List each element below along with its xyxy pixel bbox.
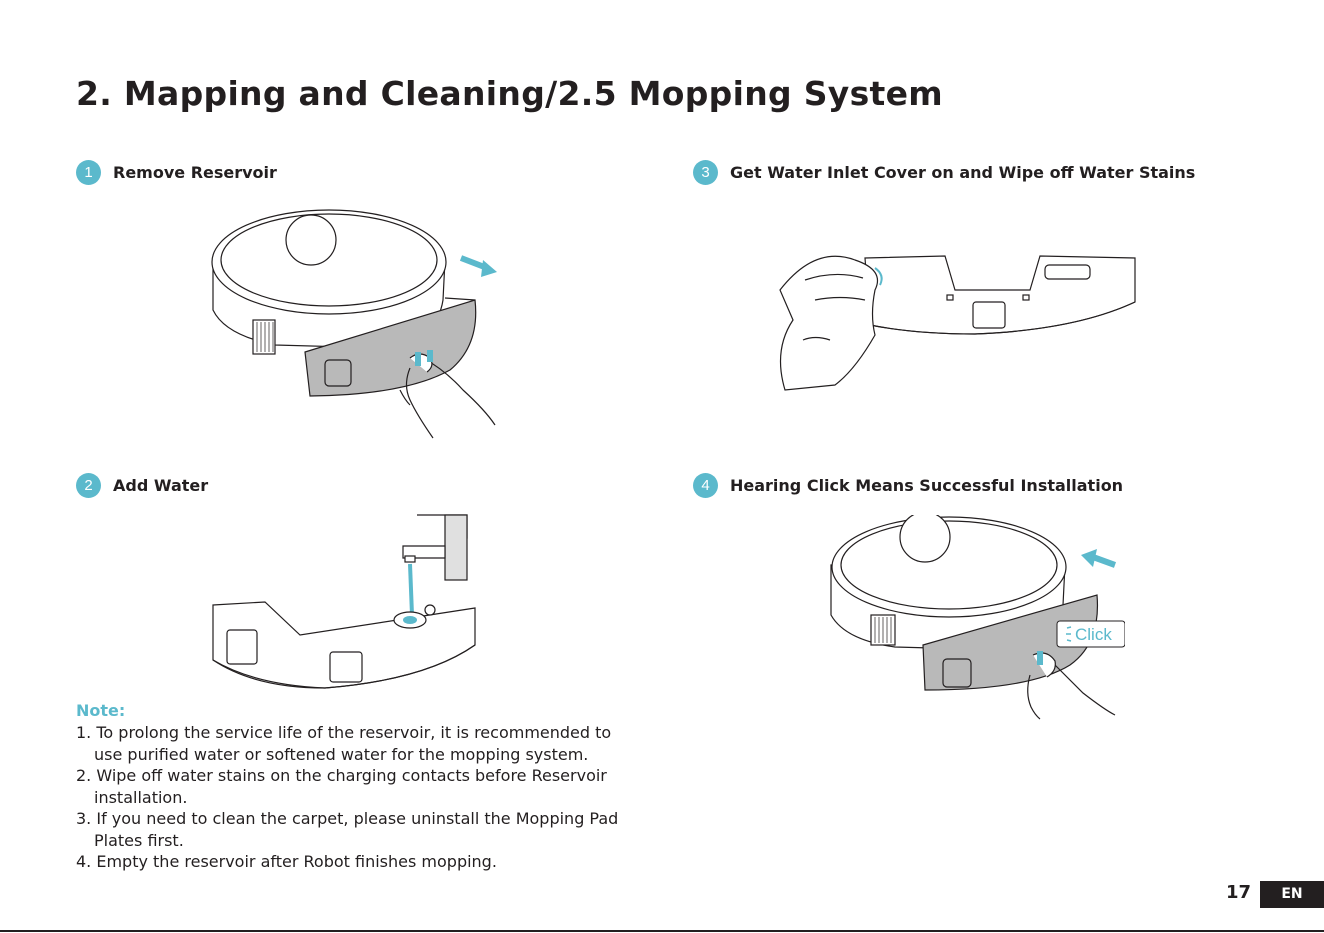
add-water-illustration	[212, 514, 476, 689]
language-tab: EN	[1260, 881, 1324, 908]
step-4-title: Hearing Click Means Successful Installat…	[730, 476, 1124, 495]
step-2-header: 2 Add Water	[76, 473, 208, 498]
step-4-number-badge: 4	[693, 473, 718, 498]
page-number: 17	[1226, 882, 1252, 903]
note-list: 1. To prolong the service life of the re…	[76, 722, 636, 873]
step-3-number-badge: 3	[693, 160, 718, 185]
step-4-header: 4 Hearing Click Means Successful Install…	[693, 473, 1123, 498]
reservoir-installation-illustration: Click	[830, 515, 1125, 720]
note-item: 4. Empty the reservoir after Robot finis…	[76, 852, 497, 871]
remove-reservoir-illustration	[211, 209, 497, 439]
step-2-number-badge: 2	[76, 473, 101, 498]
step-3-title: Get Water Inlet Cover on and Wipe off Wa…	[730, 163, 1196, 182]
step-1-title: Remove Reservoir	[113, 163, 277, 182]
step-2-title: Add Water	[113, 476, 209, 495]
step-1-header: 1 Remove Reservoir	[76, 160, 277, 185]
page-title: 2. Mapping and Cleaning/2.5 Mopping Syst…	[76, 74, 943, 113]
note-item: 1. To prolong the service life of the re…	[76, 723, 612, 764]
wipe-water-stains-illustration	[779, 255, 1136, 391]
note-item: 3. If you need to clean the carpet, plea…	[76, 809, 619, 850]
step-3-header: 3 Get Water Inlet Cover on and Wipe off …	[693, 160, 1195, 185]
bottom-divider	[0, 930, 1324, 932]
click-label: Click	[1075, 625, 1112, 644]
note-item: 2. Wipe off water stains on the charging…	[76, 766, 607, 807]
click-callout-box	[1056, 620, 1125, 648]
note-title: Note:	[76, 701, 126, 720]
step-1-number-badge: 1	[76, 160, 101, 185]
sound-waves-icon	[1066, 626, 1072, 642]
